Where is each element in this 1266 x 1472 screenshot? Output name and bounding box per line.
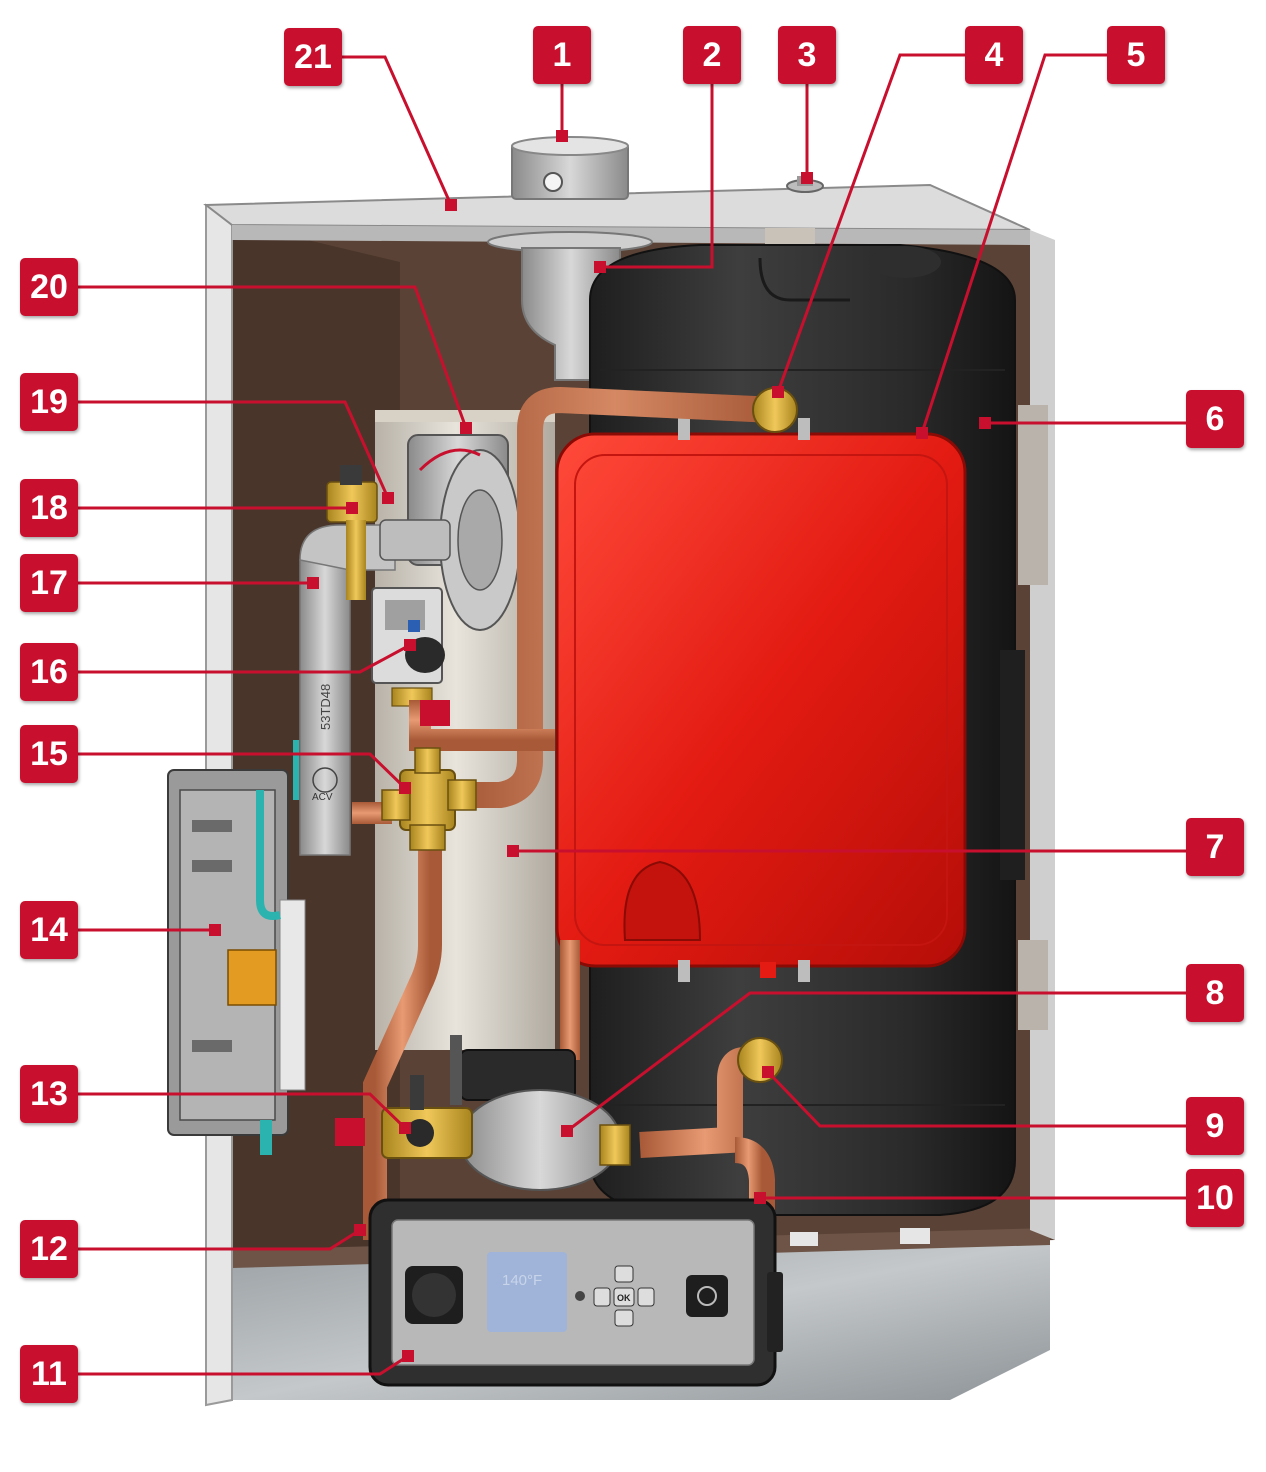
- callout-7: 7: [1186, 818, 1244, 876]
- ok-button-label: OK: [617, 1293, 631, 1303]
- foot-left: [790, 1232, 818, 1246]
- nav-down-button[interactable]: [614, 1309, 634, 1327]
- pipe-marking: 53TD48: [318, 684, 333, 730]
- leader-lines: [78, 53, 1186, 1376]
- lower-tank-fitting: [737, 1037, 783, 1083]
- display-temperature: 140°F: [502, 1272, 542, 1289]
- callout-13: 13: [20, 1065, 78, 1123]
- callout-17: 17: [20, 554, 78, 612]
- callout-16: 16: [20, 643, 78, 701]
- ok-button[interactable]: [613, 1287, 635, 1307]
- control-panel: 140°F OK: [368, 1198, 783, 1387]
- callout-3: 3: [778, 26, 836, 84]
- callout-18: 18: [20, 479, 78, 537]
- control-electronics: [167, 740, 306, 1155]
- callout-10: 10: [1186, 1169, 1244, 1227]
- callout-19: 19: [20, 373, 78, 431]
- nav-up-button[interactable]: [614, 1265, 634, 1283]
- callout-1: 1: [533, 26, 591, 84]
- control-display: [487, 1252, 567, 1332]
- callout-14: 14: [20, 901, 78, 959]
- fan-blower: [379, 434, 521, 631]
- circulation-pump: [450, 1035, 631, 1191]
- pressure-sensor: [335, 1075, 473, 1159]
- callout-15: 15: [20, 725, 78, 783]
- diverter-valve: [381, 700, 477, 851]
- power-button[interactable]: [686, 1275, 728, 1317]
- callout-11: 11: [20, 1345, 78, 1403]
- callout-8: 8: [1186, 964, 1244, 1022]
- callout-9: 9: [1186, 1097, 1244, 1155]
- brand-mark: ACV: [312, 792, 333, 803]
- callout-20: 20: [20, 258, 78, 316]
- callout-5: 5: [1107, 26, 1165, 84]
- callout-12: 12: [20, 1220, 78, 1278]
- expansion-tank: [555, 418, 967, 982]
- callout-2: 2: [683, 26, 741, 84]
- leader-endpoints: [209, 130, 991, 1362]
- callout-4: 4: [965, 26, 1023, 84]
- callout-6: 6: [1186, 390, 1244, 448]
- foot-right: [900, 1228, 930, 1244]
- callout-21: 21: [284, 28, 342, 86]
- nav-right-button[interactable]: [637, 1287, 655, 1307]
- nav-left-button[interactable]: [593, 1287, 611, 1307]
- right-side-panel: [1030, 230, 1055, 1240]
